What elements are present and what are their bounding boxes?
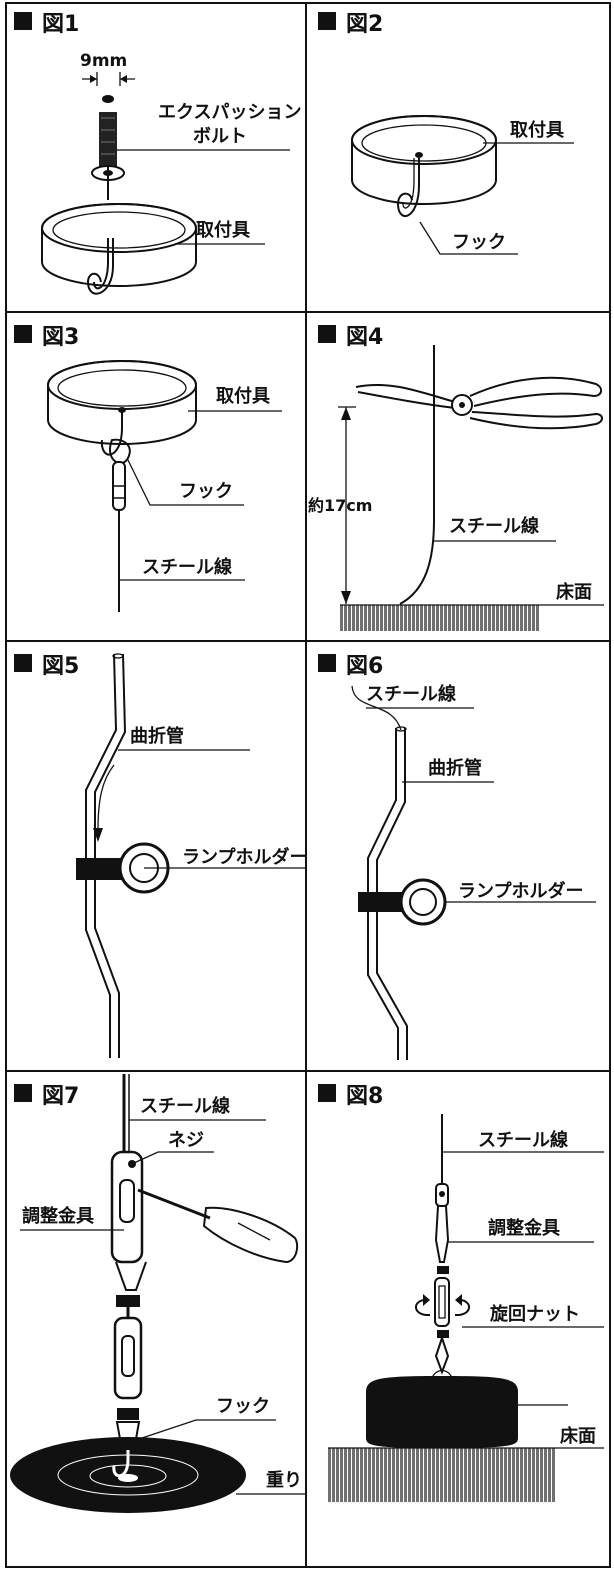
- wire-label: スチール線: [366, 683, 456, 705]
- square-bullet-icon: [14, 12, 32, 30]
- bolt-label-line1: エクスパッション: [158, 102, 301, 123]
- fixture-label: 取付具: [216, 385, 270, 407]
- square-bullet-icon: [318, 654, 336, 672]
- panel-fig5: 図5 曲折管 ランプホルダー: [14, 653, 307, 1058]
- bent-tube: [85, 653, 127, 1058]
- square-bullet-icon: [14, 325, 32, 343]
- direction-arrow: [97, 764, 115, 831]
- steel-wire: [122, 1074, 130, 1152]
- expansion-bolt: [91, 95, 125, 200]
- hook-label: フック: [452, 232, 506, 253]
- wire-clamp: [109, 438, 131, 612]
- adjuster-fitting: [110, 1150, 147, 1451]
- tube-label: 曲折管: [130, 725, 184, 747]
- adjuster-fitting: [434, 1183, 450, 1375]
- bolt-label-line2: ボルト: [193, 126, 247, 147]
- wire-label: スチール線: [449, 515, 539, 537]
- panel-title: 図8: [346, 1084, 383, 1109]
- square-bullet-icon: [318, 325, 336, 343]
- adjuster-label: 調整金具: [488, 1217, 560, 1239]
- fixture-cup: [41, 203, 197, 295]
- square-bullet-icon: [318, 1084, 336, 1102]
- floor-hatching: [328, 1448, 556, 1502]
- weight-label: 重り: [266, 1469, 302, 1491]
- hook-label: フック: [216, 1396, 270, 1417]
- panel-fig4: 図4 約17cm スチール線 床面: [308, 325, 604, 631]
- wire-label: スチール線: [140, 1095, 230, 1117]
- panel-fig6: 図6 スチール線 曲折管 ランプホルダー: [318, 654, 596, 1060]
- panel-fig2: 図2 取付具 フック: [318, 12, 574, 255]
- fixture-label: 取付具: [196, 219, 250, 241]
- nut-label: 旋回ナット: [489, 1303, 580, 1325]
- wire-label: スチール線: [142, 556, 232, 578]
- holder-label: ランプホルダー: [458, 880, 583, 902]
- panel-fig3: 図3 取付具 フック スチール線: [14, 325, 282, 612]
- screwdriver-icon: [137, 1188, 299, 1264]
- panel-title: 図7: [42, 1084, 79, 1109]
- floor-hatching: [340, 605, 540, 631]
- bent-tube: [367, 726, 408, 1060]
- panel-title: 図3: [42, 325, 79, 350]
- fixture-cup: [351, 115, 497, 217]
- panel-title: 図6: [346, 654, 383, 679]
- wire-label: スチール線: [478, 1129, 568, 1151]
- floor-label: 床面: [560, 1425, 596, 1447]
- length-label: 約17cm: [308, 496, 372, 515]
- steel-wire: [399, 345, 435, 605]
- rotation-arrows-icon: [415, 1294, 470, 1317]
- panel-title: 図2: [346, 12, 383, 37]
- bolt-diameter-label: 9mm: [80, 51, 127, 71]
- adjuster-label: 調整金具: [22, 1205, 94, 1227]
- weight-disk: [10, 1437, 246, 1513]
- panel-fig1: 図1 9mm エクスパッション ボルト 取付具: [14, 12, 301, 295]
- dimension-arrows: [82, 72, 135, 86]
- lamp-holder: [358, 878, 447, 926]
- screw-label: ネジ: [168, 1130, 204, 1151]
- panel-fig7: 図7 スチール線: [10, 1074, 306, 1513]
- floor-label: 床面: [556, 581, 592, 603]
- panel-grid: [5, 2, 611, 1568]
- square-bullet-icon: [318, 12, 336, 30]
- fixture-label: 取付具: [510, 119, 564, 141]
- fixture-cup: [47, 360, 197, 456]
- panel-title: 図4: [346, 325, 383, 350]
- height-dimension: [338, 406, 356, 604]
- panel-fig8: 図8 スチール線 調整金具 旋回ナット 床: [318, 1084, 604, 1502]
- hook-label: フック: [179, 481, 233, 502]
- square-bullet-icon: [14, 654, 32, 672]
- panel-title: 図1: [42, 12, 79, 37]
- panel-title: 図5: [42, 654, 79, 679]
- square-bullet-icon: [14, 1084, 32, 1102]
- pliers-icon: [355, 376, 603, 430]
- steel-wire: [351, 685, 402, 731]
- tube-label: 曲折管: [428, 757, 482, 779]
- holder-label: ランプホルダー: [182, 846, 307, 868]
- weight-block: [366, 1369, 518, 1448]
